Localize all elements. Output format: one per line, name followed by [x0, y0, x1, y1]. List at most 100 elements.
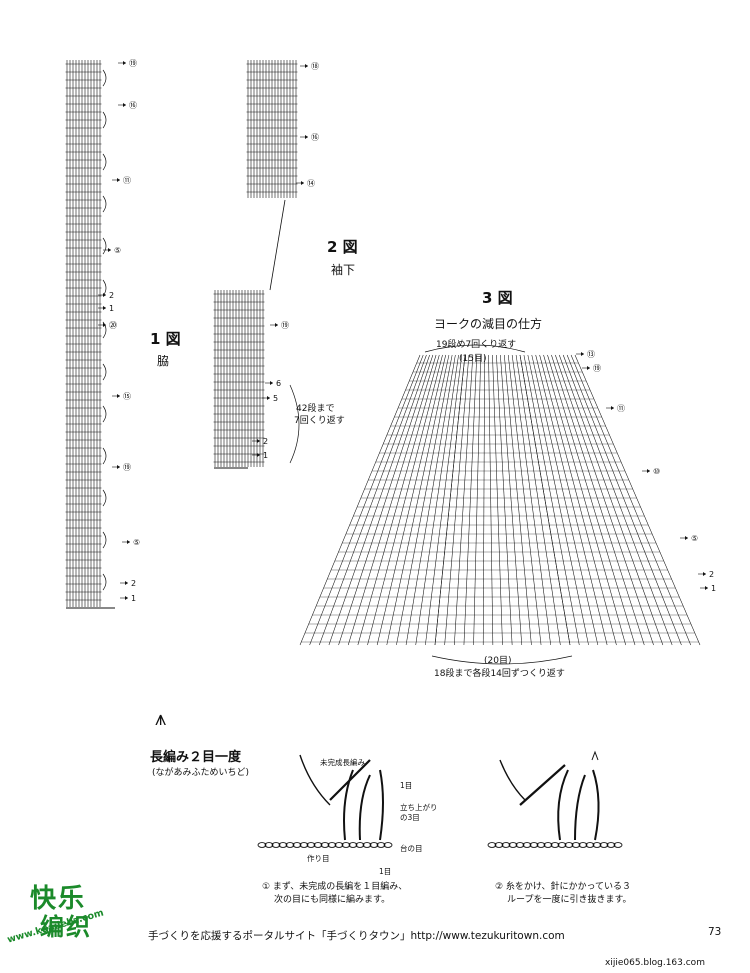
fig3-left-wedge — [415, 354, 459, 646]
fig2-row-marker: ⑱ — [311, 62, 319, 71]
fig2-title: 2 図 — [327, 238, 358, 256]
right-foundation-chain — [564, 842, 574, 848]
fig1-row-marker-arrowhead — [127, 540, 130, 544]
blog-credit: xijie065.blog.163.com — [605, 958, 705, 968]
right-foundation-chain — [550, 842, 560, 848]
footer-text: 手づくりを応援するポータルサイト「手づくりタウン」http://www.tezu… — [148, 930, 565, 942]
fig3-center-left-wedge — [473, 354, 481, 646]
double-crochet-decrease-symbol: ⩚ — [155, 706, 167, 730]
fig3-row-marker-arrowhead — [587, 366, 590, 370]
fig1-row-marker-arrowhead — [103, 323, 106, 327]
fig3-center-right-wedge — [519, 354, 571, 646]
right-foundation-chain — [515, 842, 525, 848]
fig1-row-marker-arrowhead — [103, 306, 106, 310]
left-foundation-chain — [299, 842, 309, 848]
fig3-center-right-wedge — [566, 354, 682, 646]
right-foundation-chain — [613, 842, 623, 848]
fig3-center-right-wedge — [547, 354, 636, 646]
fig3-center-right-wedge — [531, 354, 599, 646]
fig3-left-wedge — [347, 354, 437, 646]
fig1-row-marker: 2 — [109, 291, 114, 300]
fig3-center-right-wedge — [559, 354, 664, 646]
right-foundation-chain — [585, 842, 595, 848]
right-foundation-chain — [543, 842, 553, 848]
left-foundation-chain — [320, 842, 330, 848]
fig3-center-left-wedge — [492, 354, 503, 646]
left-yarn — [299, 754, 331, 806]
logo-line2: 编织 — [40, 912, 92, 941]
right-foundation-chain — [571, 842, 581, 848]
fig1-edge-bump — [102, 111, 107, 129]
left-foundation-chain — [355, 842, 365, 848]
logo-line1: 快乐 — [30, 884, 87, 914]
left-foundation-chain — [271, 842, 281, 848]
fig2-row-marker: 6 — [276, 379, 281, 388]
right-foundation-chain — [606, 842, 616, 848]
fig1-edge-bump — [102, 531, 107, 549]
fig2-repeat-brace — [289, 384, 300, 464]
right-foundation-chain — [557, 842, 567, 848]
fig3-top-count: (15目) — [459, 354, 487, 364]
fig1-row-marker: ⑲ — [129, 59, 137, 68]
step1-line2: 次の目にも同様に編みます。 — [274, 895, 391, 905]
fig3-center-left-wedge — [515, 354, 561, 646]
fig3-left-wedge — [299, 354, 421, 646]
label-turning-chain-1: 立ち上がり — [400, 803, 438, 812]
fig1-edge-bump — [102, 573, 107, 591]
fig2-row-marker: 2 — [263, 437, 268, 446]
fig3-center-right-wedge — [523, 354, 580, 646]
fig2-note-line1: 42段まで — [296, 404, 335, 414]
fig1-row-marker: ⑪ — [123, 176, 131, 185]
fig2-row-marker: 1 — [263, 451, 268, 460]
fig2-row-marker-arrowhead — [305, 135, 308, 139]
fig1-row-marker-arrowhead — [103, 293, 106, 297]
left-foundation-chain — [306, 842, 316, 848]
fig3-left-wedge — [367, 354, 443, 646]
pull-through-arrow — [591, 750, 599, 761]
fig2-row-marker-arrowhead — [267, 396, 270, 400]
fig3-left-wedge — [338, 354, 434, 646]
left-foundation-chain — [362, 842, 372, 848]
fig2-row-marker-arrowhead — [301, 181, 304, 185]
label-base-stitch: 台の目 — [400, 844, 423, 853]
step2-line1: ② 糸をかけ、針にかかっている３ — [495, 882, 632, 892]
fig3-left-wedge — [357, 354, 440, 646]
fig3-center-right-wedge — [562, 354, 673, 646]
fig1-edge-bump — [102, 69, 107, 87]
fig3-left-wedge — [386, 354, 450, 646]
left-foundation-chain — [327, 842, 337, 848]
label-unfinished-dc: 未完成長編み — [320, 758, 365, 767]
label-first-stitch-bottom: 1目 — [379, 867, 392, 876]
fig3-row-marker-arrowhead — [611, 406, 614, 410]
fig1-row-marker: ⑳ — [109, 321, 117, 330]
fig1-edge-bump — [102, 237, 107, 255]
fig1-edge-bump — [102, 447, 107, 465]
fig3-center-right-wedge — [551, 354, 645, 646]
right-foundation-chain — [529, 842, 539, 848]
fig1-row-marker: 1 — [109, 304, 114, 313]
fig1-row-marker: ⑮ — [123, 392, 131, 401]
fig3-left-wedge — [309, 354, 424, 646]
fig3-center-right-wedge — [543, 354, 626, 646]
fig3-center-left-wedge — [434, 354, 466, 646]
fig3-left-wedge — [425, 354, 463, 646]
right-foundation-chain — [487, 842, 497, 848]
right-foundation-chain — [501, 842, 511, 848]
fig1-edge-bump — [102, 195, 107, 213]
fig1-edge-bump — [102, 489, 107, 507]
fig1-edge-bump — [102, 321, 107, 339]
fig2-subtitle: 袖下 — [331, 263, 356, 277]
fig2-row-marker-arrowhead — [257, 439, 260, 443]
fig3-row-marker-arrowhead — [703, 572, 706, 576]
left-foundation-chain — [341, 842, 351, 848]
fig3-center-left-wedge — [444, 354, 470, 646]
fig3-row-marker: ⑲ — [593, 364, 601, 373]
fig3-left-wedge — [328, 354, 430, 646]
fig3-top-note: 19段め7回くり返す — [436, 340, 517, 350]
left-foundation-chain — [257, 842, 267, 848]
fig3-row-marker: ⑬ — [587, 350, 595, 359]
fig1-row-marker: ⑯ — [129, 101, 137, 110]
left-foundation-chain — [334, 842, 344, 848]
step2-line2: ループを一度に引き抜きます。 — [507, 895, 632, 905]
